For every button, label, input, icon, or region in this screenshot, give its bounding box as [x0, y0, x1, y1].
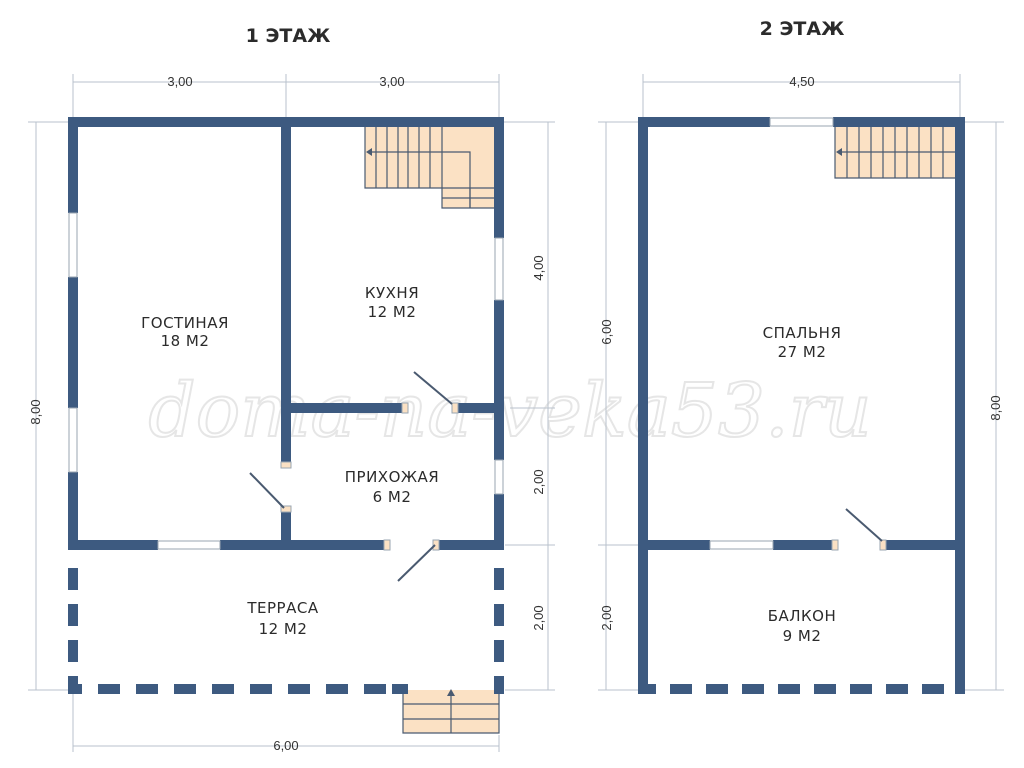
room-area: 12 М2 — [368, 303, 417, 321]
doors — [249, 371, 459, 582]
room-name: СПАЛЬНЯ — [763, 324, 842, 342]
room-name: БАЛКОН — [768, 607, 837, 625]
room-area: 6 М2 — [373, 488, 412, 506]
walls — [638, 117, 965, 694]
dim-right-lower: 2,00 — [531, 605, 546, 630]
dim-left-upper: 6,00 — [599, 319, 614, 344]
floor-2: 2 ЭТАЖ 4,50 6,00 2,00 8,00 — [598, 18, 1004, 694]
floor-2-title: 2 ЭТАЖ — [760, 18, 845, 40]
dim-right-upper: 4,00 — [531, 255, 546, 280]
room-name: КУХНЯ — [365, 284, 419, 302]
room-area: 9 М2 — [783, 627, 822, 645]
dim-left-lower: 2,00 — [599, 605, 614, 630]
dim-left: 8,00 — [28, 399, 43, 424]
room-name: ПРИХОЖАЯ — [345, 468, 439, 486]
dim-bottom: 6,00 — [273, 738, 298, 753]
doors — [831, 508, 887, 551]
dimension-lines — [28, 74, 555, 752]
terrace-railing — [68, 568, 504, 694]
room-name: ГОСТИНАЯ — [141, 314, 229, 332]
room-area: 12 М2 — [259, 620, 308, 638]
staircase — [834, 127, 957, 179]
windows — [709, 117, 834, 550]
dim-top-left: 3,00 — [167, 74, 192, 89]
floor-1: 1 ЭТАЖ 3,00 3,00 8,00 4,00 2,00 2,00 6,0… — [28, 25, 555, 753]
room-area: 27 М2 — [778, 343, 827, 361]
watermark: doma-na-veka53.ru — [148, 368, 871, 454]
walls — [68, 117, 504, 550]
dim-right: 8,00 — [988, 395, 1003, 420]
dim-top-right: 3,00 — [379, 74, 404, 89]
dim-top: 4,50 — [789, 74, 814, 89]
entry-steps — [402, 689, 500, 734]
staircase — [364, 127, 497, 209]
dimension-lines — [598, 74, 1004, 691]
windows — [68, 212, 504, 550]
balcony-railing — [648, 684, 944, 694]
room-area: 18 М2 — [161, 332, 210, 350]
room-name: ТЕРРАСА — [246, 599, 318, 617]
floor-1-title: 1 ЭТАЖ — [246, 25, 331, 47]
dim-right-middle: 2,00 — [531, 469, 546, 494]
